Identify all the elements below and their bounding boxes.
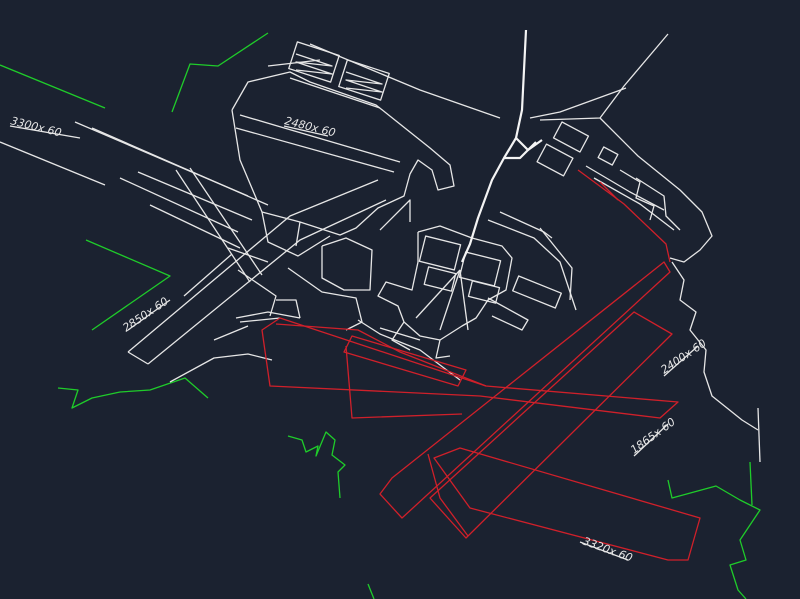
east-hatch-2 xyxy=(593,177,675,231)
central-taxi-3 xyxy=(459,269,469,331)
boundary-southeast xyxy=(667,479,761,599)
proposed-runway-west xyxy=(261,317,679,419)
runway-2480-line xyxy=(239,114,401,163)
runway-label-2850: 2850x 60 xyxy=(120,295,170,335)
runway-2850-spur xyxy=(227,247,269,263)
east-building-3 xyxy=(597,146,619,166)
central-taxi-4 xyxy=(391,321,411,351)
central-hangar-2 xyxy=(458,251,502,287)
apron-mid-j xyxy=(379,199,411,231)
apron-mid-b xyxy=(295,221,301,247)
runway-2480-line-b xyxy=(235,127,395,173)
boundary-southwest xyxy=(57,377,209,409)
boundary-northwest xyxy=(0,64,106,109)
runway-3300-edge-d xyxy=(119,177,239,233)
boundary-south xyxy=(367,583,375,599)
runway-3300-edge-a xyxy=(0,141,106,186)
terminal-block-2 xyxy=(338,59,390,101)
central-taxi-5 xyxy=(435,339,451,359)
central-hangar-3 xyxy=(423,266,457,292)
east-hatch-3 xyxy=(619,169,655,221)
central-complex-outline xyxy=(377,225,513,341)
runway-2850-cap xyxy=(127,351,149,365)
runway-3300-cross-b xyxy=(189,167,263,276)
proposed-runways xyxy=(261,169,701,561)
proposed-runway-east-apron xyxy=(577,169,671,263)
proposed-runway-cross-2 xyxy=(429,311,673,539)
label-leader-r6 xyxy=(579,541,629,561)
label-leader-r5 xyxy=(633,423,669,457)
apron-stand-east xyxy=(512,275,562,309)
runway-2850-extra xyxy=(183,253,233,297)
apron-mid-d xyxy=(237,269,277,317)
proposed-runway-conn xyxy=(275,323,487,387)
boundary-north xyxy=(171,32,269,113)
apron-mid-a xyxy=(261,211,331,257)
label-leader-r1 xyxy=(9,125,81,139)
boundary-east-tick xyxy=(749,461,753,506)
central-taxi-2 xyxy=(439,269,461,331)
taxi-3300-a xyxy=(149,204,241,249)
boundary-west xyxy=(85,239,171,331)
runway-label-1865: 1865x 60 xyxy=(628,415,678,456)
east-perimeter-b xyxy=(757,407,761,463)
terminal-block-1 xyxy=(288,41,340,83)
apron-north-outline xyxy=(231,71,455,236)
apron-mid-c xyxy=(321,237,373,291)
terminal-hatch-2 xyxy=(345,71,383,93)
east-road-b xyxy=(529,87,627,119)
central-apron-east xyxy=(487,297,529,331)
east-hatch-4 xyxy=(635,177,681,231)
east-hatch-1 xyxy=(585,165,665,211)
apron-mid-e xyxy=(287,267,363,331)
runway-3300-edge-c xyxy=(91,127,269,206)
mid-east-apron xyxy=(487,219,577,311)
boundary-lines xyxy=(0,32,761,599)
label-leader-r3 xyxy=(127,299,171,331)
runway-3300-edge-e xyxy=(137,171,253,221)
proposed-runway-3320-inner xyxy=(427,453,469,537)
existing-linework xyxy=(0,29,761,463)
south-road xyxy=(357,319,461,381)
terminal-underline xyxy=(289,77,381,109)
proposed-runway-east-apron-b xyxy=(599,181,619,201)
east-apron xyxy=(599,117,713,263)
apron-mid-f xyxy=(235,311,301,319)
north-road xyxy=(309,43,501,119)
runway-label-2400: 2400x 60 xyxy=(658,337,708,377)
central-hangar-4 xyxy=(467,280,501,304)
boundary-south-creek xyxy=(287,431,346,499)
apron-mid-k xyxy=(169,353,273,383)
main-access-road-fork-b xyxy=(504,141,537,160)
apron-mid-g xyxy=(239,317,281,323)
central-hangar-1 xyxy=(418,235,462,271)
terminal-hatch-1 xyxy=(295,53,333,75)
proposed-runway-3320 xyxy=(433,447,701,561)
east-perimeter xyxy=(671,261,759,431)
proposed-runway-cross-1 xyxy=(379,261,671,519)
runway-3300-cross xyxy=(175,169,251,283)
east-building-1 xyxy=(552,121,590,153)
runway-label-3320: 3320x 60 xyxy=(581,535,634,565)
label-leader-r4 xyxy=(663,345,699,377)
runway-2850-edge-bottom xyxy=(147,199,387,365)
runway-label-3300: 3300x 60 xyxy=(9,114,63,139)
mid-east-apron-c xyxy=(539,227,573,301)
central-taxi-1 xyxy=(415,269,461,319)
south-road-b xyxy=(379,327,421,341)
proposed-runway-west-link xyxy=(345,345,463,419)
east-road xyxy=(539,33,669,121)
apron-mid-i xyxy=(276,299,301,319)
apron-mid-h xyxy=(213,325,249,341)
runway-2850-edge-top xyxy=(127,179,379,353)
north-road-b xyxy=(267,59,321,67)
proposed-runway-west-inner xyxy=(343,335,467,387)
main-access-road xyxy=(460,29,528,263)
east-building-2 xyxy=(536,143,574,177)
label-leader-r2 xyxy=(283,125,329,137)
